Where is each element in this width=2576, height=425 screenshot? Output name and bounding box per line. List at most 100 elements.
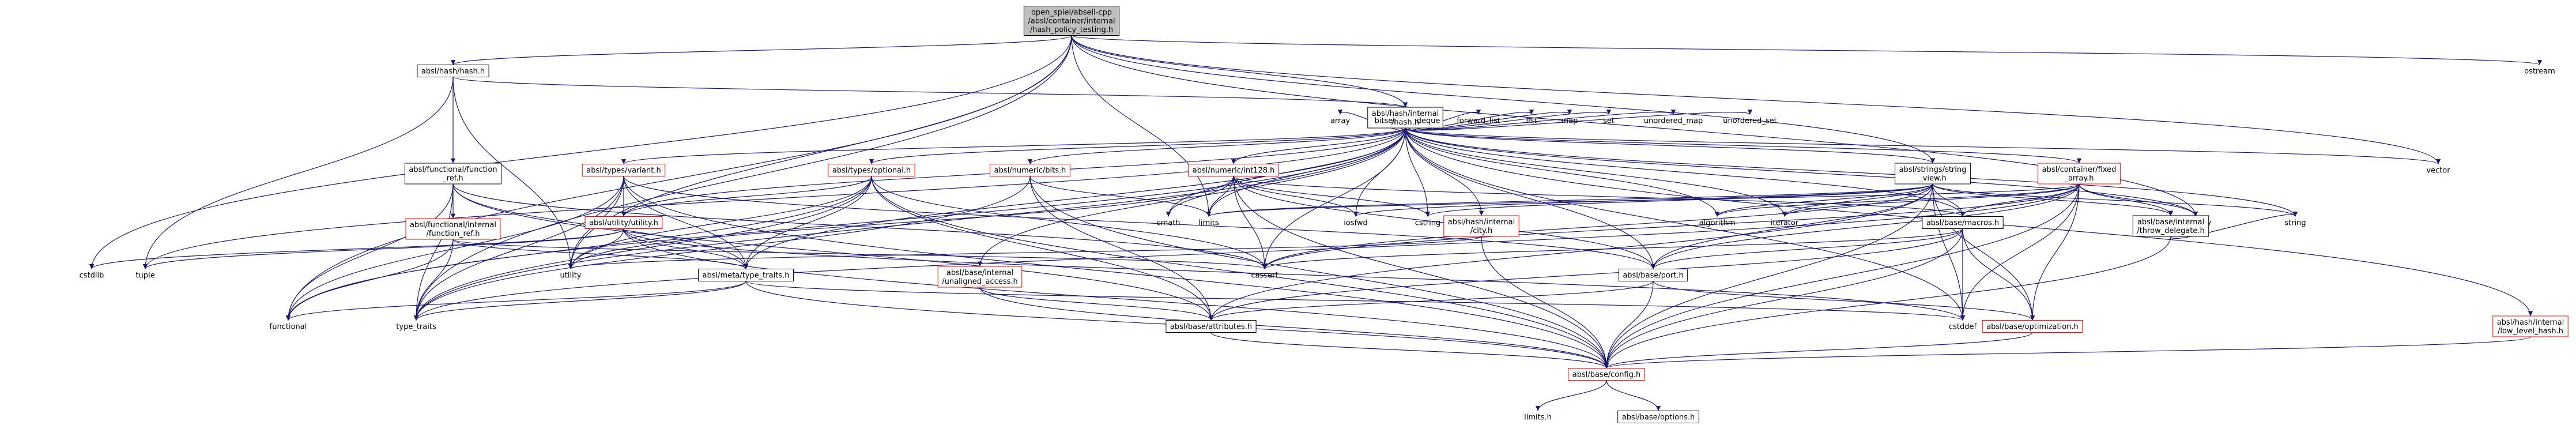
edge-optional-to-config bbox=[871, 176, 1609, 368]
edge-throw-delegate-to-config bbox=[1604, 236, 2171, 368]
edge-string-view-to-cstring bbox=[1425, 183, 1933, 217]
node-box bbox=[1617, 411, 1699, 423]
node-int128: absl/numeric/int128.h bbox=[1188, 164, 1279, 176]
node-attributes: absl/base/attributes.h bbox=[1166, 320, 1257, 333]
node-map: map bbox=[1562, 117, 1578, 126]
node-box bbox=[1166, 320, 1257, 333]
edge-internal-hash-to-cstddef bbox=[1405, 127, 1966, 321]
edge-int128-to-cstring bbox=[1233, 176, 1431, 217]
edge-fn-ref-internal-to-cassert bbox=[452, 239, 1267, 270]
node-label: _ref.h bbox=[442, 174, 463, 183]
edge-root-to-type-traits bbox=[413, 35, 1072, 321]
node-unordered-set: unordered_set bbox=[1723, 117, 1777, 126]
node-box bbox=[2038, 163, 2121, 185]
edge-string-view-to-config bbox=[1604, 183, 1933, 368]
node-array: array bbox=[1330, 117, 1350, 126]
node-tuple: tuple bbox=[135, 272, 154, 280]
node-box bbox=[1618, 269, 1688, 281]
node-label: open_spiel/abseil-cpp bbox=[1031, 9, 1112, 17]
node-macros: absl/base/macros.h bbox=[1922, 216, 2004, 229]
node-type-traits: type_traits bbox=[396, 323, 436, 332]
edge-fixed-array-to-port bbox=[1650, 183, 2080, 269]
node-label: /function_ref.h bbox=[426, 230, 480, 238]
edge-root-to-cstdlib bbox=[89, 35, 1072, 269]
node-forward-list: forward_list bbox=[1457, 117, 1500, 126]
node-list: list bbox=[1526, 117, 1537, 126]
edge-optional-to-cassert bbox=[871, 176, 1268, 269]
node-label: tuple bbox=[135, 272, 154, 280]
edge-variant-to-type-traits bbox=[413, 176, 624, 321]
node-label: set bbox=[1603, 117, 1615, 126]
node-limits: limits bbox=[1198, 219, 1219, 228]
edge-hash-h-to-tuple bbox=[142, 77, 454, 269]
edge-utility-h-to-cstdlib bbox=[89, 228, 624, 269]
edge-string-view-to-attributes bbox=[1208, 183, 1933, 321]
node-set: set bbox=[1603, 117, 1615, 126]
node-cstddef: cstddef bbox=[1949, 323, 1977, 332]
edge-internal-hash-to-vector bbox=[1405, 127, 2441, 165]
node-low-level-hash: absl/hash/internal/low_level_hash.h bbox=[2492, 315, 2569, 337]
edge-internal-hash-to-string bbox=[1405, 127, 2298, 217]
node-label: /city.h bbox=[1470, 227, 1492, 235]
node-label: _array.h bbox=[2064, 174, 2094, 183]
node-label: absl/types/optional.h bbox=[832, 167, 911, 175]
node-iterator: iterator bbox=[1771, 219, 1799, 228]
node-label: absl/numeric/bits.h bbox=[994, 167, 1066, 175]
edge-function-ref-to-attributes bbox=[452, 183, 1214, 321]
edge-internal-hash-to-variant bbox=[621, 127, 1406, 165]
node-box bbox=[417, 65, 489, 77]
edge-macros-to-port bbox=[1650, 228, 1963, 269]
edge-optional-to-utility bbox=[568, 176, 872, 269]
edge-city-to-utility bbox=[568, 236, 1482, 270]
node-label: absl/base/optimization.h bbox=[1986, 323, 2079, 332]
edge-function-ref-to-type-traits bbox=[413, 183, 454, 321]
node-bits: absl/numeric/bits.h bbox=[990, 164, 1070, 176]
edge-string-view-to-throw-delegate bbox=[1932, 183, 2174, 216]
edge-fixed-array-to-type-traits bbox=[414, 183, 2080, 321]
edge-fixed-array-to-throw-delegate bbox=[2079, 183, 2174, 216]
node-optional: absl/types/optional.h bbox=[828, 164, 915, 176]
node-label: absl/base/attributes.h bbox=[1170, 323, 1252, 332]
node-box bbox=[937, 266, 1023, 288]
edge-internal-hash-to-tuple bbox=[142, 127, 1406, 269]
edge-hash-h-to-internal-hash bbox=[452, 76, 1408, 108]
node-label: cstring bbox=[1415, 219, 1440, 228]
node-label: functional bbox=[270, 323, 307, 332]
node-label: absl/hash/internal bbox=[2497, 318, 2564, 327]
edge-root-to-internal-hash bbox=[1071, 35, 1408, 108]
node-label: map bbox=[1562, 117, 1578, 126]
edge-utility-h-to-cstddef bbox=[623, 228, 1965, 321]
edge-internal-hash-to-type-traits-absl bbox=[743, 127, 1406, 269]
node-label: cmath bbox=[1156, 219, 1180, 228]
edge-string-view-to-limits bbox=[1206, 183, 1933, 217]
node-limits-h: limits.h bbox=[1524, 413, 1552, 422]
node-label: iterator bbox=[1771, 219, 1799, 228]
edge-low-level-hash-to-config bbox=[1604, 336, 2531, 369]
edge-internal-hash-to-optional bbox=[869, 127, 1406, 165]
edge-internal-hash-to-fixed-array bbox=[1405, 127, 2081, 164]
edge-internal-hash-to-iterator bbox=[1405, 127, 1787, 217]
edge-int128-to-config bbox=[1233, 176, 1609, 368]
edge-utility-h-to-config bbox=[623, 228, 1609, 368]
node-label: list bbox=[1526, 117, 1537, 126]
node-label: /absl/container/internal bbox=[1028, 17, 1115, 26]
edge-internal-hash-to-unordered-set bbox=[1405, 109, 1752, 131]
node-label: absl/strings/string bbox=[1899, 166, 1967, 174]
node-unordered-map: unordered_map bbox=[1644, 117, 1703, 126]
node-label: cstddef bbox=[1949, 323, 1977, 332]
edge-attributes-to-config bbox=[1210, 332, 1609, 369]
edge-root-to-ostream bbox=[1071, 35, 2542, 66]
node-label: limits bbox=[1198, 219, 1219, 228]
node-fn-ref-internal: absl/functional/internal/function_ref.h bbox=[405, 218, 501, 240]
edge-type-traits-absl-to-cstddef bbox=[745, 281, 1965, 321]
edge-port-to-attributes bbox=[1208, 281, 1654, 321]
node-hash-h: absl/hash/hash.h bbox=[417, 65, 489, 77]
node-label: bitset bbox=[1375, 117, 1396, 126]
node-box bbox=[1922, 216, 2004, 229]
edge-bits-to-limits bbox=[1029, 176, 1212, 217]
node-string: string bbox=[2284, 219, 2306, 228]
node-function-ref: absl/functional/function_ref.h bbox=[404, 163, 502, 185]
edge-utility-h-to-utility bbox=[568, 228, 624, 269]
edge-unaligned-to-config bbox=[979, 287, 1609, 368]
node-label: absl/functional/function bbox=[409, 166, 497, 174]
